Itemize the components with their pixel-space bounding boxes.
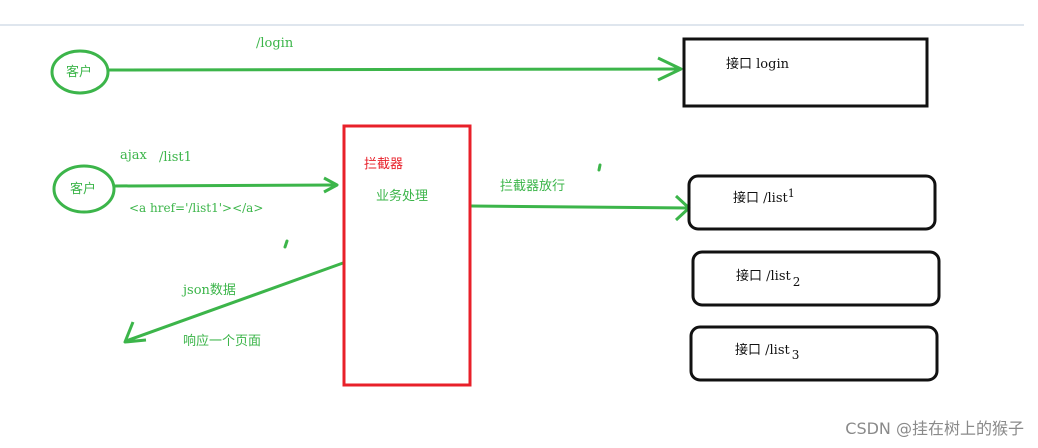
watermark: CSDN @挂在树上的猴子 — [845, 419, 1024, 438]
interface-list2-mark: 2 — [792, 275, 801, 289]
interceptor-box — [342, 124, 472, 387]
anchor-code-label: <a href='/list1'></a> — [129, 201, 264, 215]
interface-list1-mark: 1 — [787, 187, 795, 200]
arrow-login-line — [108, 67, 681, 72]
response-page-label: 响应一个页面 — [183, 334, 262, 349]
pass-label: 拦截器放行 — [500, 179, 566, 194]
top-strip — [0, 0, 1024, 26]
json-data-label: json数据 — [183, 283, 236, 298]
list1-path-label: /list1 — [159, 150, 192, 165]
stray-mark-1 — [283, 239, 289, 249]
interface-list2-box — [691, 250, 941, 307]
interface-list1-text: 接口 /list — [733, 191, 788, 206]
interface-login-box — [682, 37, 929, 108]
interface-list3-box — [689, 325, 939, 382]
arrow-login-head — [657, 56, 683, 82]
client-ellipse-2 — [52, 164, 116, 214]
arrow-response-head — [123, 321, 147, 344]
arrow-request-head — [323, 176, 339, 194]
arrow-request-line — [113, 183, 337, 188]
interface-list1-label: 接口 /list1 — [733, 188, 795, 206]
interface-login-label: 接口 login — [726, 57, 789, 72]
client-label-1: 客户 — [66, 65, 93, 80]
arrow-pass-line — [470, 204, 689, 210]
client-ellipse-1 — [50, 49, 110, 95]
login-path-label: /login — [256, 36, 294, 51]
stray-mark-2 — [597, 163, 602, 172]
interceptor-label: 拦截器 — [364, 157, 404, 172]
interface-list3-text: 接口 /list — [735, 343, 790, 358]
interface-list1-box — [687, 174, 937, 231]
ajax-label: ajax — [120, 148, 147, 163]
client-label-2: 客户 — [70, 182, 97, 197]
arrow-response-line — [125, 261, 344, 343]
business-label: 业务处理 — [376, 189, 429, 204]
interface-list2-text: 接口 /list — [736, 269, 791, 284]
interface-list3-mark: 3 — [791, 348, 800, 362]
